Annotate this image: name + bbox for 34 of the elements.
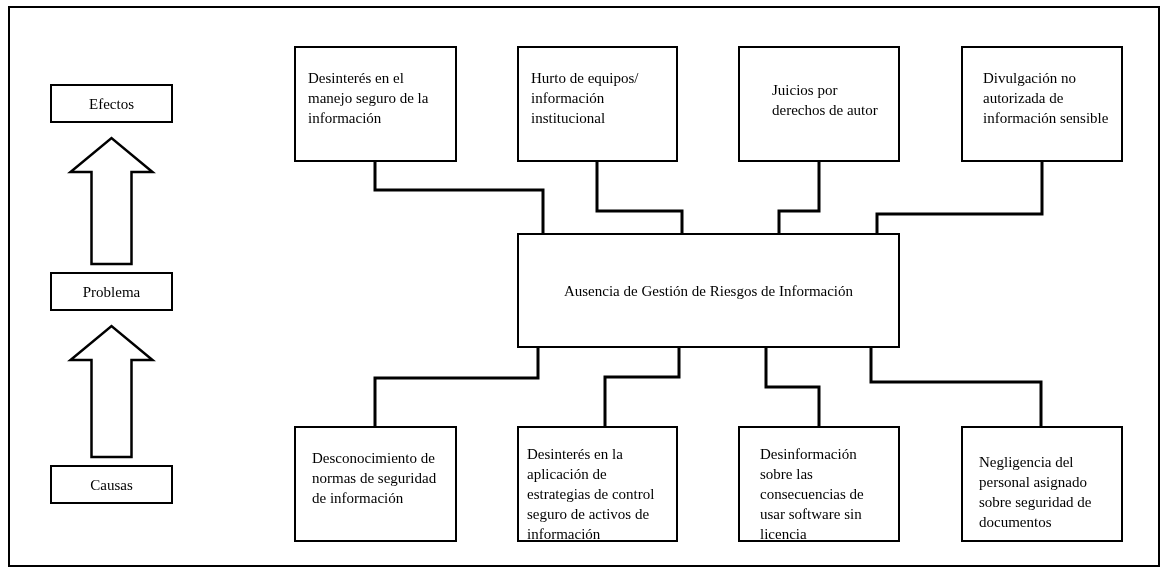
text-box [738, 46, 900, 162]
box-label: Juicios por derechos de autor [772, 81, 879, 120]
text-box [50, 84, 173, 123]
connector-line [373, 348, 540, 426]
connector-line [875, 162, 1044, 233]
text-box [738, 426, 900, 542]
text-box [961, 426, 1123, 542]
box-label: Desinterés en el manejo seguro de la información [308, 69, 430, 128]
box-label: Efectos [89, 94, 134, 114]
connector-line [764, 348, 821, 426]
text-box [961, 46, 1123, 162]
box-label: Negligencia del personal asignado sobre seguridad de documentos [979, 453, 1093, 532]
connector-line [603, 348, 681, 426]
box-label: Causas [90, 475, 133, 495]
box-label: Problema [82, 282, 141, 302]
connector-line [777, 162, 821, 233]
text-box [517, 46, 678, 162]
connector-line [869, 348, 1043, 426]
hollow-arrow [67, 324, 156, 459]
text-box [294, 46, 457, 162]
text-box [50, 465, 173, 504]
box-label: Divulgación no autorizada de información sensible [983, 69, 1110, 128]
text-box [294, 426, 457, 542]
box-label: Desinformación sobre las consecuencias de usar software sin licencia [760, 445, 865, 544]
box-label: Desconocimiento de normas de seguridad de información [312, 449, 438, 508]
connector-line [595, 162, 684, 233]
text-box [50, 272, 173, 311]
box-label: Ausencia de Gestión de Riesgos de Información [563, 281, 854, 301]
text-box [517, 233, 900, 348]
hollow-arrow [67, 136, 156, 266]
connector-line [373, 162, 545, 233]
box-label: Hurto de equipos/ información institucional [531, 69, 640, 128]
text-box [517, 426, 678, 542]
box-label: Desinterés en la aplicación de estrategias de control seguro de activos de información [527, 445, 656, 544]
